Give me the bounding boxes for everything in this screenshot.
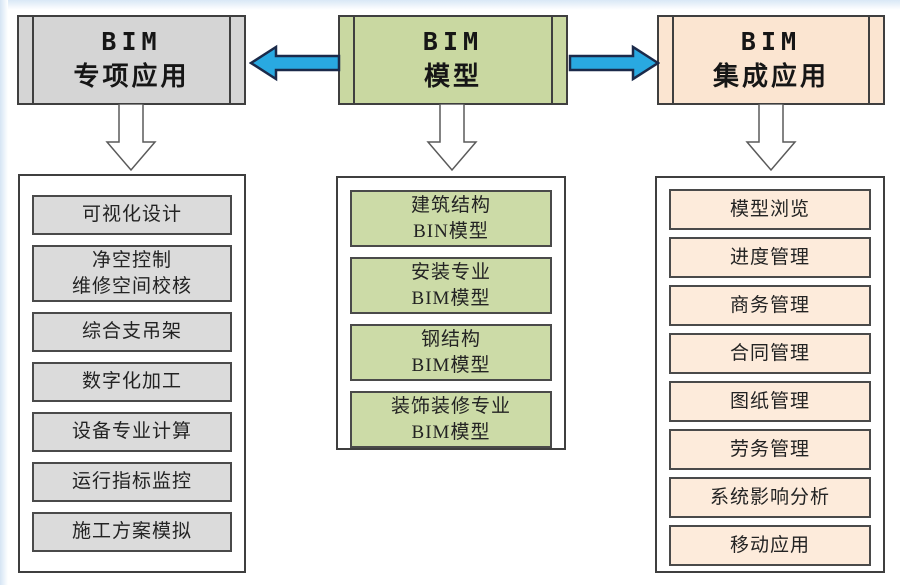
list-item: 数字化加工 bbox=[32, 362, 232, 402]
list-item-label: 钢结构 bbox=[420, 328, 481, 350]
list-item: 钢结构 BIM模型 bbox=[350, 324, 552, 381]
list-item: 安装专业 BIM模型 bbox=[350, 257, 552, 314]
list-bim-models: 建筑结构 BIN模型 安装专业 BIM模型 钢结构 BIM模型 装饰装修专业 B… bbox=[336, 176, 566, 450]
arrow-left-icon bbox=[249, 44, 341, 82]
list-item: 净空控制 维修空间校核 bbox=[32, 245, 232, 302]
list-item: 装饰装修专业 BIM模型 bbox=[350, 391, 552, 448]
page-edge-left bbox=[0, 0, 8, 585]
page-edge-top bbox=[0, 0, 900, 10]
list-item: 综合支吊架 bbox=[32, 312, 232, 352]
list-item-label: 设备专业计算 bbox=[71, 421, 192, 442]
header-bim-integrated-applications: BIM 集成应用 bbox=[657, 15, 885, 105]
header-title-cn: 集成应用 bbox=[712, 61, 829, 91]
arrow-down-icon bbox=[745, 104, 797, 172]
list-item-label: 商务管理 bbox=[729, 294, 810, 316]
list-item-label: 维修空间校核 bbox=[71, 275, 192, 297]
list-item-label: 移动应用 bbox=[729, 534, 810, 556]
list-item: 合同管理 bbox=[669, 333, 871, 374]
list-item-label: BIN模型 bbox=[413, 220, 489, 242]
list-item: 可视化设计 bbox=[32, 195, 232, 235]
list-item-label: 运行指标监控 bbox=[71, 471, 192, 492]
list-item-label: 合同管理 bbox=[729, 342, 810, 364]
list-item: 商务管理 bbox=[669, 285, 871, 326]
list-item: 施工方案模拟 bbox=[32, 512, 232, 552]
header-bim-model: BIM 模型 bbox=[338, 15, 568, 105]
list-item-label: 劳务管理 bbox=[729, 438, 810, 460]
list-item: 移动应用 bbox=[669, 525, 871, 566]
header-bim-specialized-applications: BIM 专项应用 bbox=[17, 15, 246, 105]
list-item-label: 净空控制 bbox=[91, 249, 172, 271]
header-title-en: BIM bbox=[740, 27, 802, 56]
list-item-label: 图纸管理 bbox=[729, 390, 810, 412]
list-item: 图纸管理 bbox=[669, 381, 871, 422]
list-item-label: 数字化加工 bbox=[81, 371, 182, 392]
list-item-label: 系统影响分析 bbox=[709, 486, 830, 508]
list-item: 劳务管理 bbox=[669, 429, 871, 470]
list-item: 设备专业计算 bbox=[32, 412, 232, 452]
header-title-cn: 专项应用 bbox=[73, 61, 190, 91]
list-item-label: 模型浏览 bbox=[729, 198, 810, 220]
arrow-right-icon bbox=[568, 44, 660, 82]
header-title-cn: 模型 bbox=[423, 61, 482, 91]
list-item: 建筑结构 BIN模型 bbox=[350, 190, 552, 247]
list-item: 模型浏览 bbox=[669, 189, 871, 230]
list-item-label: 进度管理 bbox=[729, 246, 810, 268]
list-item-label: BIM模型 bbox=[411, 354, 491, 376]
list-bim-integrated-applications: 模型浏览 进度管理 商务管理 合同管理 图纸管理 劳务管理 系统影响分析 移动应… bbox=[655, 176, 885, 573]
list-item: 系统影响分析 bbox=[669, 477, 871, 518]
header-title-en: BIM bbox=[422, 27, 484, 56]
list-item-label: 施工方案模拟 bbox=[71, 521, 192, 542]
list-item: 运行指标监控 bbox=[32, 462, 232, 502]
list-item-label: 建筑结构 bbox=[410, 194, 491, 216]
list-item-label: 可视化设计 bbox=[81, 204, 182, 225]
list-item-label: BIM模型 bbox=[411, 287, 491, 309]
list-bim-specialized-applications: 可视化设计 净空控制 维修空间校核 综合支吊架 数字化加工 设备专业计算 运行指… bbox=[18, 174, 246, 573]
list-item-label: 装饰装修专业 bbox=[390, 395, 511, 417]
arrow-down-icon bbox=[426, 104, 478, 172]
list-item: 进度管理 bbox=[669, 237, 871, 278]
list-item-label: 安装专业 bbox=[410, 261, 491, 283]
arrow-down-icon bbox=[105, 104, 157, 172]
list-item-label: BIM模型 bbox=[411, 421, 491, 443]
list-item-label: 综合支吊架 bbox=[81, 321, 182, 342]
header-title-en: BIM bbox=[101, 27, 162, 56]
